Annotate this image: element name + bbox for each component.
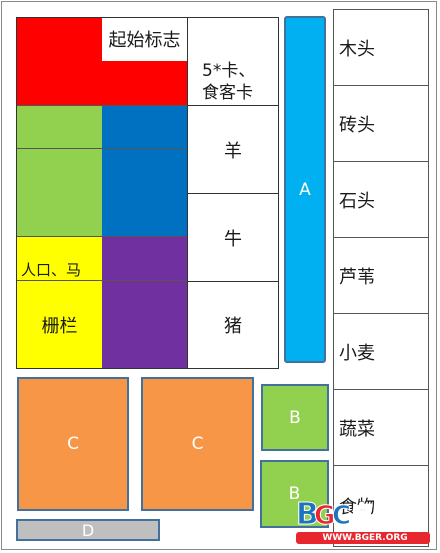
resource-reed: 芦苇	[333, 238, 429, 314]
resource-column	[333, 9, 429, 547]
red-block-left	[17, 18, 102, 105]
zone-c-left: C	[17, 377, 129, 511]
main-board	[16, 17, 279, 369]
animal-label-cattle: 牛	[224, 228, 242, 250]
blue-block-1	[102, 105, 187, 148]
card-label: 5*卡、 食客卡	[202, 61, 256, 103]
svg-text:C: C	[332, 501, 351, 531]
green-block-2	[17, 148, 102, 236]
svg-text:G: G	[314, 501, 335, 531]
svg-text:桌: 桌	[350, 501, 374, 529]
start-marker-label: 起始标志	[108, 29, 181, 51]
resource-grain: 小麦	[333, 314, 429, 390]
zone-c-left-label: C	[67, 434, 79, 454]
animal-label-sheep: 羊	[224, 140, 242, 162]
resource-wood: 木头	[333, 10, 429, 86]
resource-clay: 砖头	[333, 86, 429, 162]
zone-a: A	[284, 16, 326, 363]
svg-text:游: 游	[374, 501, 398, 529]
zone-b-top-label: B	[289, 407, 301, 428]
card-cell: 5*卡、 食客卡	[187, 18, 278, 105]
resource-label-clay: 砖头	[339, 114, 375, 136]
resource-vegetable: 蔬菜	[333, 390, 429, 466]
bgc-watermark-logo: B G C 桌 游 网 WWW.BGER.ORG	[294, 490, 434, 548]
resource-label-grain: 小麦	[339, 342, 375, 364]
animal-cell-cattle: 牛	[187, 193, 278, 281]
purple-block-2	[102, 280, 187, 368]
fence-label: 栅栏	[41, 315, 78, 337]
zone-d: D	[16, 519, 160, 541]
resource-label-reed: 芦苇	[339, 266, 375, 288]
zone-a-label: A	[299, 179, 311, 200]
fence-cell: 栅栏	[17, 280, 102, 368]
resource-stone: 石头	[333, 162, 429, 238]
resource-label-vegetable: 蔬菜	[339, 418, 375, 440]
svg-text:B: B	[296, 497, 319, 532]
blue-block-2	[102, 148, 187, 236]
resource-label-food: 食物	[339, 497, 375, 518]
zone-b-bottom-label: B	[288, 484, 301, 504]
resource-food: 食物	[333, 466, 429, 546]
zone-d-label: D	[81, 520, 95, 540]
animal-cell-sheep: 羊	[187, 105, 278, 193]
resource-label-wood: 木头	[339, 38, 375, 60]
watermark-url: WWW.BGER.ORG	[322, 533, 408, 543]
resource-label-stone: 石头	[339, 190, 375, 212]
zone-c-right: C	[141, 377, 254, 511]
people-stable-label: 人口、马 厩	[21, 261, 82, 279]
zone-b-top: B	[261, 384, 329, 451]
animal-label-boar: 猪	[224, 316, 242, 337]
zone-c-right-label: C	[191, 434, 204, 454]
purple-block-1	[102, 236, 187, 280]
green-block-1	[17, 105, 102, 148]
start-marker-cell: 起始标志	[102, 18, 187, 61]
zone-b-bottom: B	[260, 460, 329, 528]
animal-cell-boar: 猪	[187, 281, 278, 368]
people-stable-cell: 人口、马 厩	[17, 236, 102, 280]
red-block-right	[102, 61, 187, 105]
svg-text:网: 网	[398, 501, 422, 529]
bgc-logo-icon: B G C 桌 游 网	[296, 497, 430, 544]
